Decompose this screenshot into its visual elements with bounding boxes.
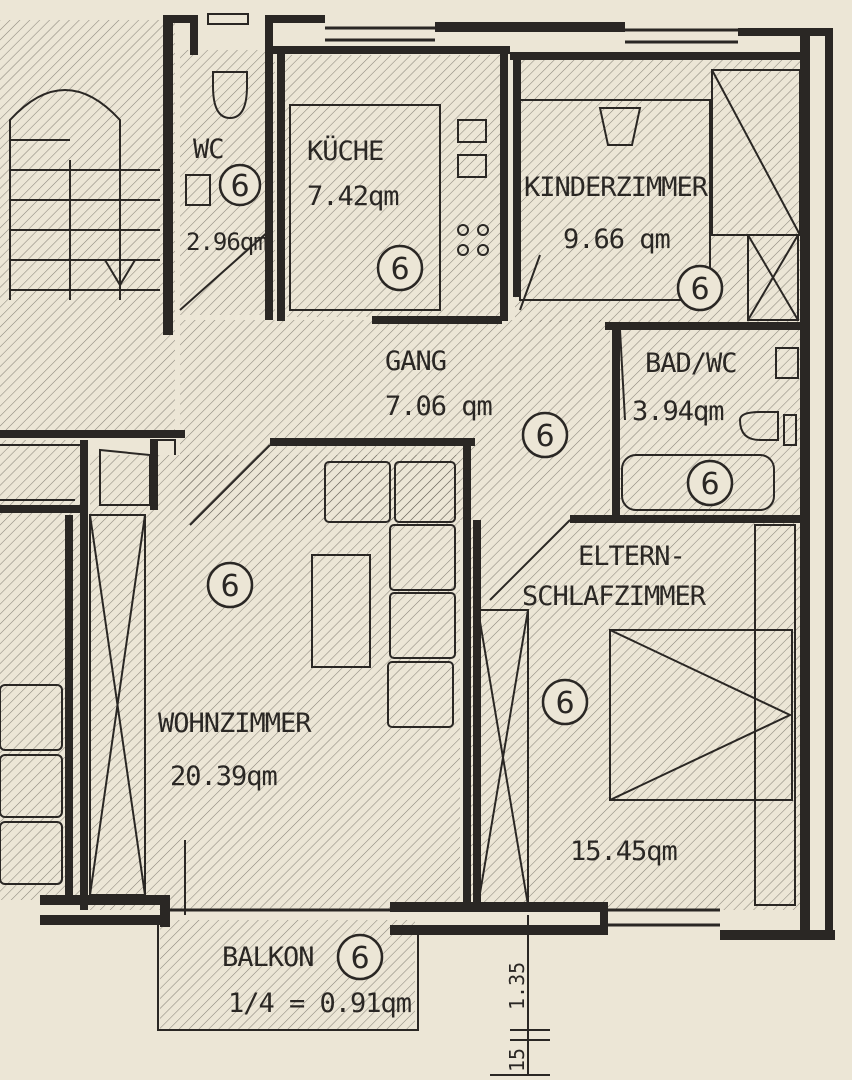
eltern-name-2: SCHLAFZIMMER [522, 581, 707, 612]
partition-lines [0, 26, 738, 927]
balkon-mark: 6 [350, 941, 369, 976]
kueche-area: 7.42qm [307, 181, 399, 212]
wardrobes [89, 69, 801, 906]
wohnzimmer-name: WOHNZIMMER [158, 708, 312, 739]
bath-fixtures [621, 347, 799, 511]
wohnzimmer-mark: 6 [220, 569, 239, 604]
kinderzimmer-mark: 6 [690, 272, 709, 307]
eltern-name-1: ELTERN- [578, 541, 685, 572]
staircase [9, 89, 160, 300]
balkon-area: 1/4 = 0.91qm [228, 988, 411, 1019]
room-labels: WC 2.96qm KÜCHE 7.42qm KINDERZIMMER 9.66… [158, 134, 738, 1019]
wc-name: WC [193, 134, 224, 165]
wc-area: 2.96qm [186, 228, 267, 256]
dimension-15: 15 [505, 1048, 529, 1072]
wc-fixtures [185, 13, 249, 206]
kinderzimmer-area: 9.66 qm [563, 224, 670, 255]
kueche-mark: 6 [390, 252, 409, 287]
dimension-marks: 1.35 15 [490, 915, 550, 1076]
wc-mark: 6 [230, 169, 249, 204]
balkon-name: BALKON [222, 942, 314, 973]
kinderzimmer-name: KINDERZIMMER [524, 172, 709, 203]
kitchen-fixtures [289, 104, 489, 311]
bedroom-furniture [609, 524, 796, 906]
gang-area: 7.06 qm [385, 391, 492, 422]
walls [0, 15, 835, 940]
eltern-mark: 6 [555, 686, 574, 721]
gang-mark: 6 [535, 419, 554, 454]
kueche-name: KÜCHE [307, 135, 383, 167]
bad-area: 3.94qm [632, 396, 724, 427]
doors [179, 229, 626, 915]
wohnzimmer-furniture [311, 461, 456, 728]
room-marks: 6 6 6 6 6 6 6 6 [206, 163, 734, 981]
bad-mark: 6 [700, 467, 719, 502]
dimension-135: 1.35 [505, 962, 529, 1010]
balkon-outline [157, 925, 419, 1031]
neighbour-furniture [0, 684, 63, 885]
eltern-area: 15.45qm [570, 836, 677, 867]
bad-name: BAD/WC [645, 348, 737, 379]
gang-name: GANG [385, 346, 446, 377]
wohnzimmer-area: 20.39qm [170, 761, 277, 792]
kinderzimmer-fixtures [519, 99, 711, 301]
